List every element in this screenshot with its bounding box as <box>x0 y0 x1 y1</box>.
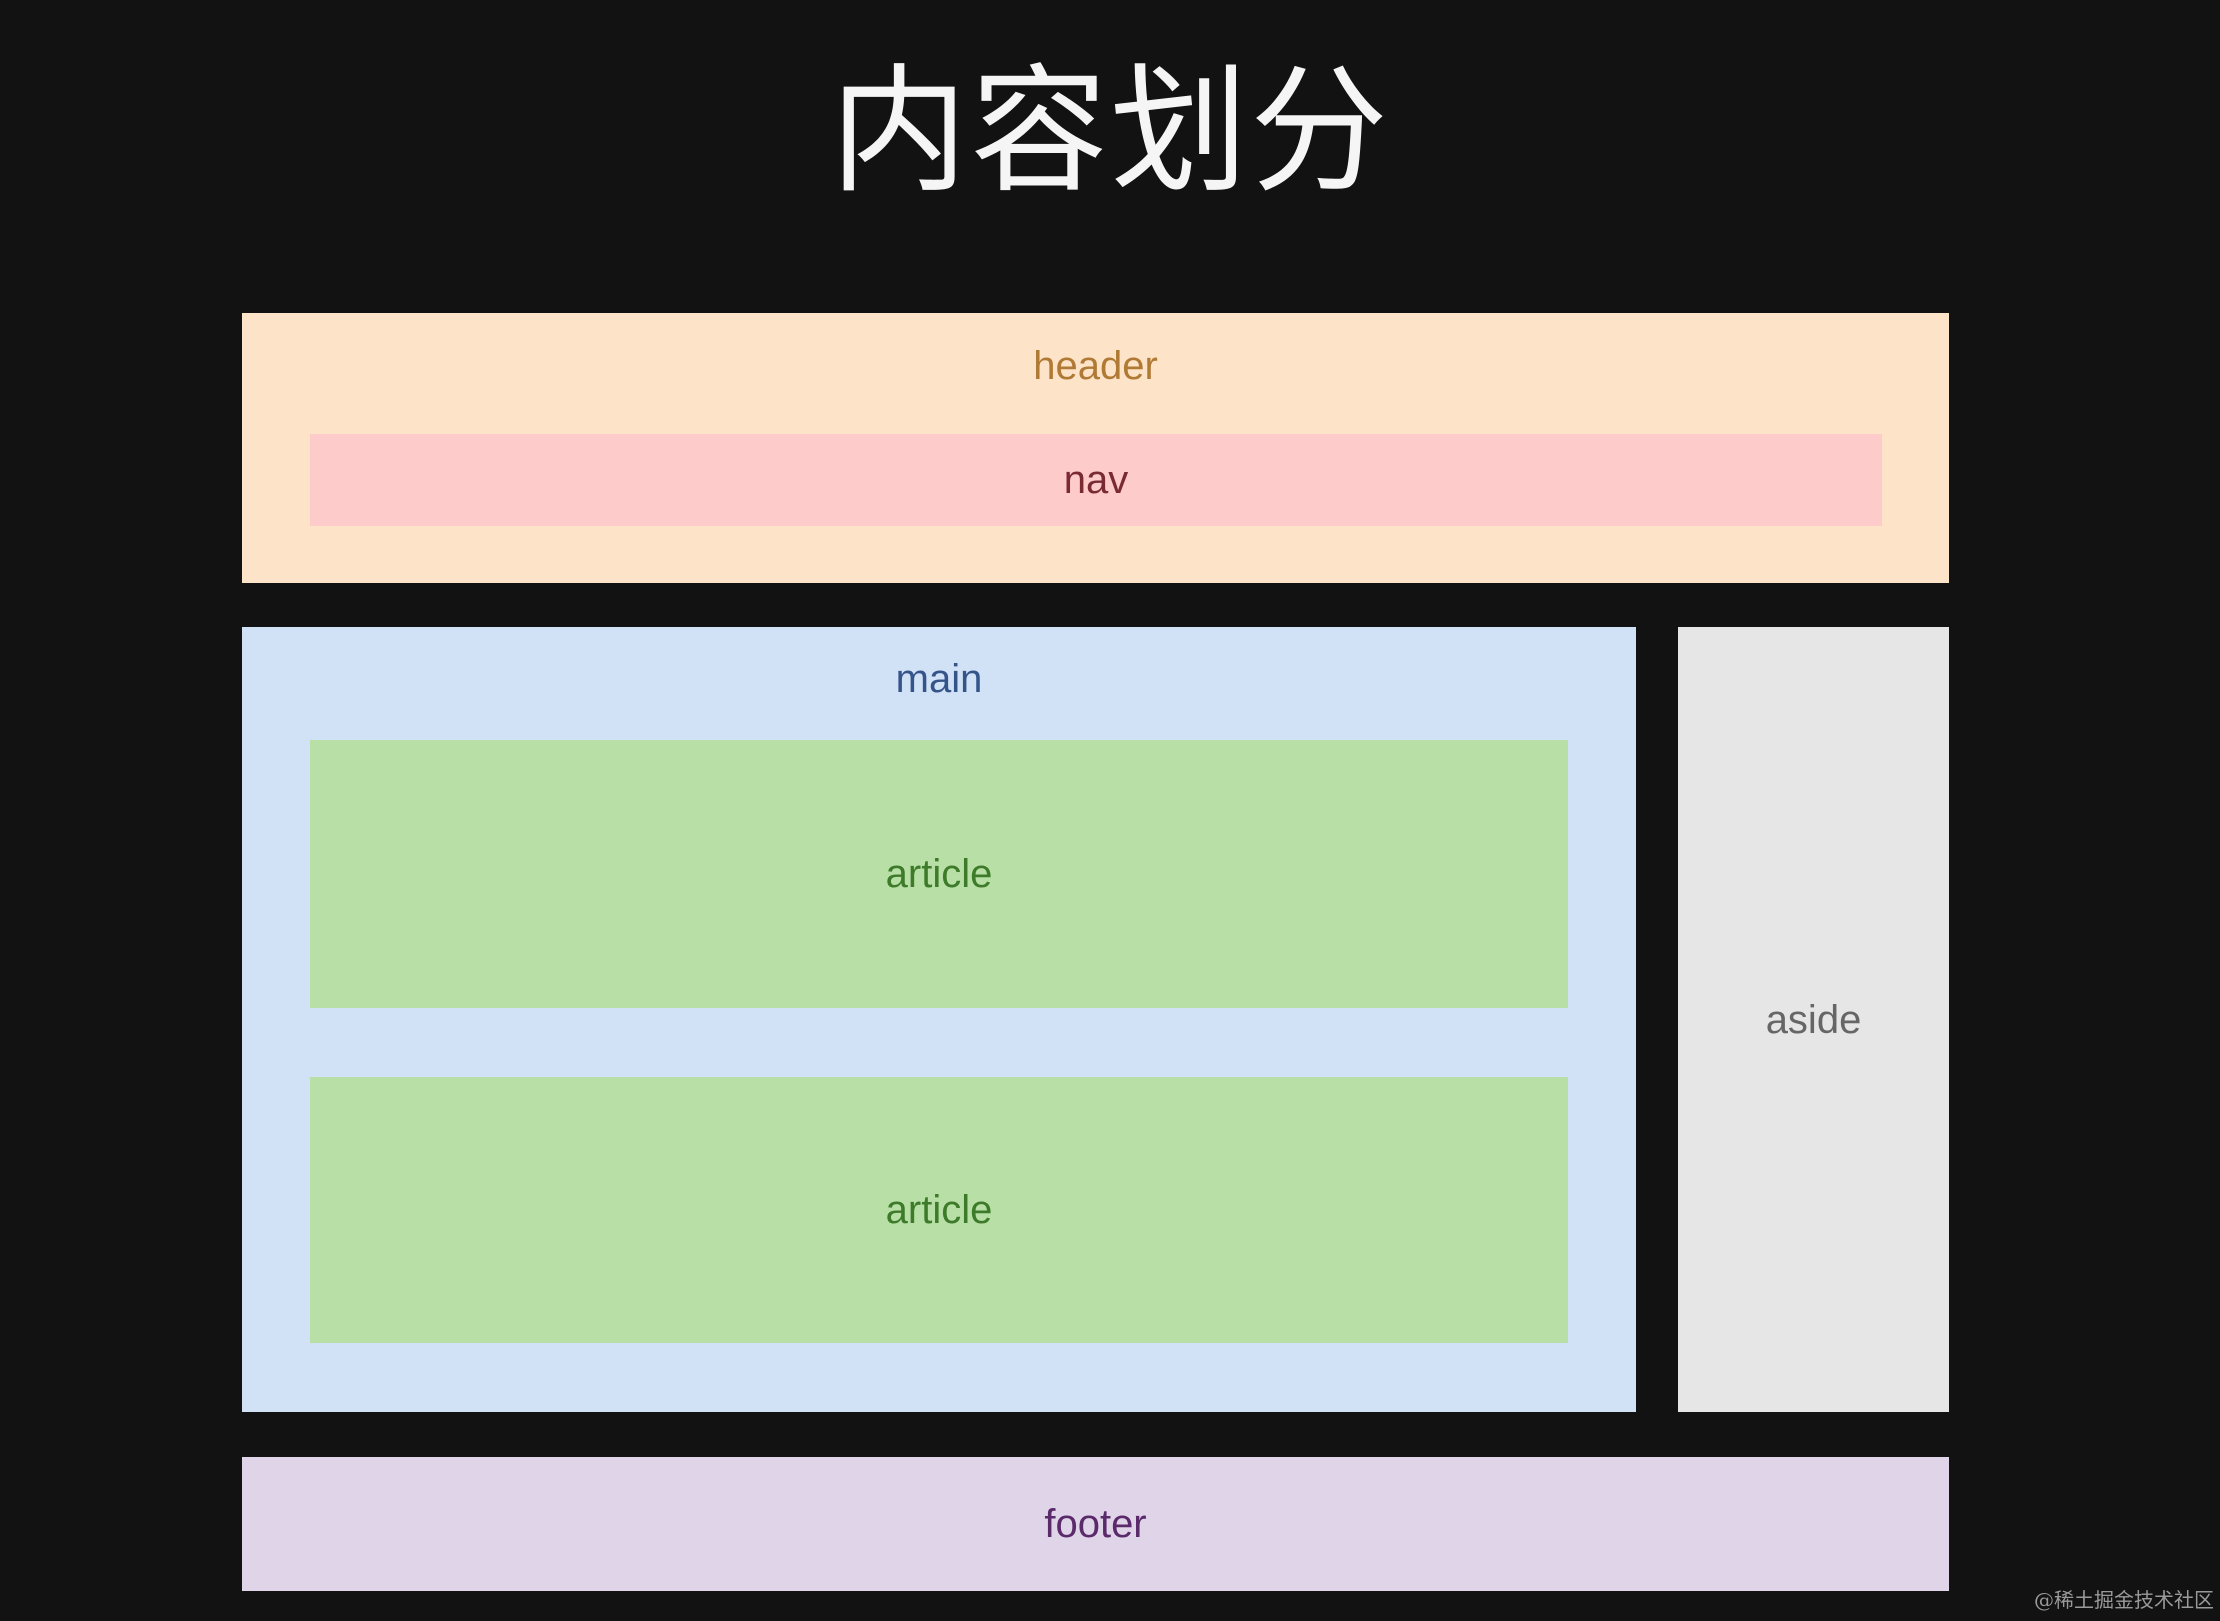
article-block: article <box>310 1077 1568 1343</box>
watermark: @稀土掘金技术社区 <box>2034 1588 2214 1612</box>
nav-label: nav <box>1063 458 1129 502</box>
nav-block: nav <box>310 434 1882 526</box>
article-block: article <box>310 740 1568 1008</box>
header-label: header <box>1033 344 1158 388</box>
article-label: article <box>885 852 993 896</box>
main-label: main <box>895 657 983 701</box>
aside-label: aside <box>1765 997 1862 1042</box>
diagram-title: 内容划分 <box>829 51 1390 212</box>
footer-label: footer <box>1044 1502 1147 1546</box>
article-label: article <box>885 1188 993 1232</box>
aside-block: aside <box>1678 627 1949 1412</box>
footer-block: footer <box>242 1457 1949 1591</box>
